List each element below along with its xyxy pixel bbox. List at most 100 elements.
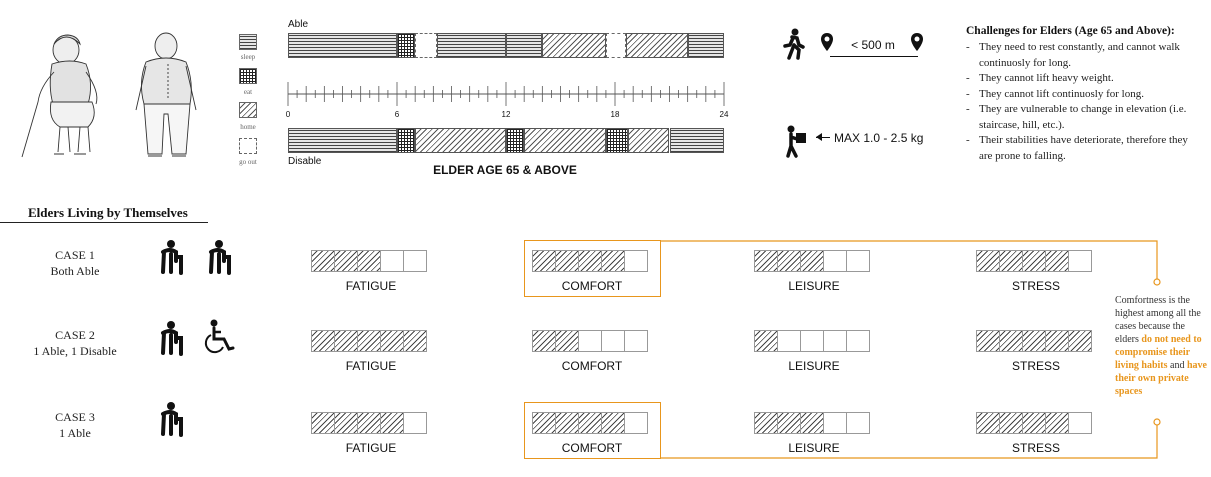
bar-cell (1068, 330, 1092, 352)
case-1-title: CASE 1 (55, 248, 95, 262)
legend-eat-swatch (239, 68, 257, 84)
bar-cell (380, 250, 404, 272)
bar-cell (1045, 412, 1069, 434)
bar-cell (1068, 412, 1092, 434)
case-2-title: CASE 2 (55, 328, 95, 342)
note-text-2: and (1167, 360, 1187, 371)
timeline-segment-home (542, 33, 606, 58)
timeline-segment-eat (605, 128, 628, 153)
case-1-fatigue-label: FATIGUE (345, 279, 397, 293)
bar-cell (800, 330, 824, 352)
bar-cell (334, 330, 358, 352)
comfort-note: Comfortness is the highest among all the… (1115, 294, 1207, 398)
timeline-segment-sleep (687, 33, 724, 58)
elder-with-cane-icon (161, 402, 183, 437)
location-pin-end-icon (911, 33, 923, 51)
case-2-fatigue-label: FATIGUE (345, 359, 397, 373)
case-2-fatigue-bar (311, 330, 427, 352)
case-1-comfort-bar (532, 250, 648, 272)
comfort-highlight-case-3 (524, 402, 661, 459)
disable-label: Disable (288, 156, 322, 167)
bar-cell (357, 412, 381, 434)
bar-cell (754, 250, 778, 272)
case-1-comfort-label: COMFORT (561, 279, 623, 293)
bar-cell (532, 330, 556, 352)
challenge-item: They are vulnerable to change in elevati… (966, 102, 1198, 133)
bar-cell (357, 330, 381, 352)
case-3-leisure-label: LEISURE (788, 441, 840, 455)
section-title: Elders Living by Themselves (28, 205, 188, 220)
elder-man-illustration (135, 32, 197, 157)
case-2-label: CASE 2 1 Able, 1 Disable (20, 327, 130, 359)
case-3-fatigue-label: FATIGUE (345, 441, 397, 455)
section-underline (0, 222, 208, 223)
weight-arrow-head (816, 133, 822, 141)
wheelchair-icon (204, 319, 235, 354)
case-1-stress-label: STRESS (1011, 279, 1060, 293)
bar-cell (380, 330, 404, 352)
legend-out-swatch (239, 138, 257, 154)
challenge-item: They cannot lift continuosly for long. (966, 87, 1198, 103)
timeline-segment-sleep (288, 33, 397, 58)
location-pin-start-icon (821, 33, 833, 51)
bar-cell (311, 412, 335, 434)
bar-cell (624, 330, 648, 352)
bar-cell (1045, 330, 1069, 352)
hour-ruler (287, 82, 725, 106)
bar-cell (555, 412, 579, 434)
note-highlight-2: have their own private spaces (1115, 360, 1207, 397)
case-2-subtitle: 1 Able, 1 Disable (33, 344, 117, 358)
timeline-segment-home (415, 128, 506, 153)
bar-cell (777, 250, 801, 272)
bar-cell (311, 330, 335, 352)
weight-label: MAX 1.0 - 2.5 kg (834, 131, 924, 145)
bar-cell (380, 412, 404, 434)
timeline-segment-eat (506, 128, 525, 153)
bar-cell (1022, 412, 1046, 434)
timeline-segment-out (415, 33, 437, 58)
bar-cell (976, 412, 1000, 434)
bar-cell (357, 250, 381, 272)
bar-cell (999, 250, 1023, 272)
legend-sleep-swatch (239, 34, 257, 50)
bar-cell (555, 250, 579, 272)
case-3-comfort-label: COMFORT (561, 441, 623, 455)
case-3-title: CASE 3 (55, 410, 95, 424)
timeline-title: ELDER AGE 65 & ABOVE (433, 163, 577, 177)
timeline-segment-sleep (506, 33, 543, 58)
bar-cell (846, 250, 870, 272)
legend-home-swatch (239, 102, 257, 118)
timeline-segment-sleep (436, 33, 506, 58)
bar-cell (1045, 250, 1069, 272)
bar-cell (823, 250, 847, 272)
bar-cell (777, 412, 801, 434)
bar-cell (976, 250, 1000, 272)
highlight-connector (661, 240, 1161, 459)
case-2-comfort-bar (532, 330, 648, 352)
tick-label-12: 12 (501, 110, 511, 119)
timeline-segment-home (625, 33, 688, 58)
bar-cell (823, 412, 847, 434)
bar-cell (403, 330, 427, 352)
case-1-fatigue-bar (311, 250, 427, 272)
bar-cell (976, 330, 1000, 352)
tick-label-0: 0 (285, 110, 291, 119)
timeline-segment-out (605, 33, 626, 58)
challenge-item: They need to rest constantly, and cannot… (966, 40, 1198, 71)
case-1-leisure-label: LEISURE (788, 279, 840, 293)
bar-cell (777, 330, 801, 352)
bar-cell (311, 250, 335, 272)
bar-cell (1068, 250, 1092, 272)
case-1-label: CASE 1 Both Able (20, 247, 130, 279)
bar-cell (754, 330, 778, 352)
case-3-label: CASE 3 1 Able (20, 409, 130, 441)
case-2-stress-label: STRESS (1011, 359, 1060, 373)
bar-cell (1022, 250, 1046, 272)
person-carrying-box-icon (786, 125, 806, 158)
case-2-leisure-bar (754, 330, 870, 352)
challenges-title: Challenges for Elders (Age 65 and Above)… (966, 25, 1175, 37)
bar-cell (1022, 330, 1046, 352)
timeline-segment-home (524, 128, 606, 153)
timeline-segment-eat (397, 128, 416, 153)
bar-cell (846, 412, 870, 434)
